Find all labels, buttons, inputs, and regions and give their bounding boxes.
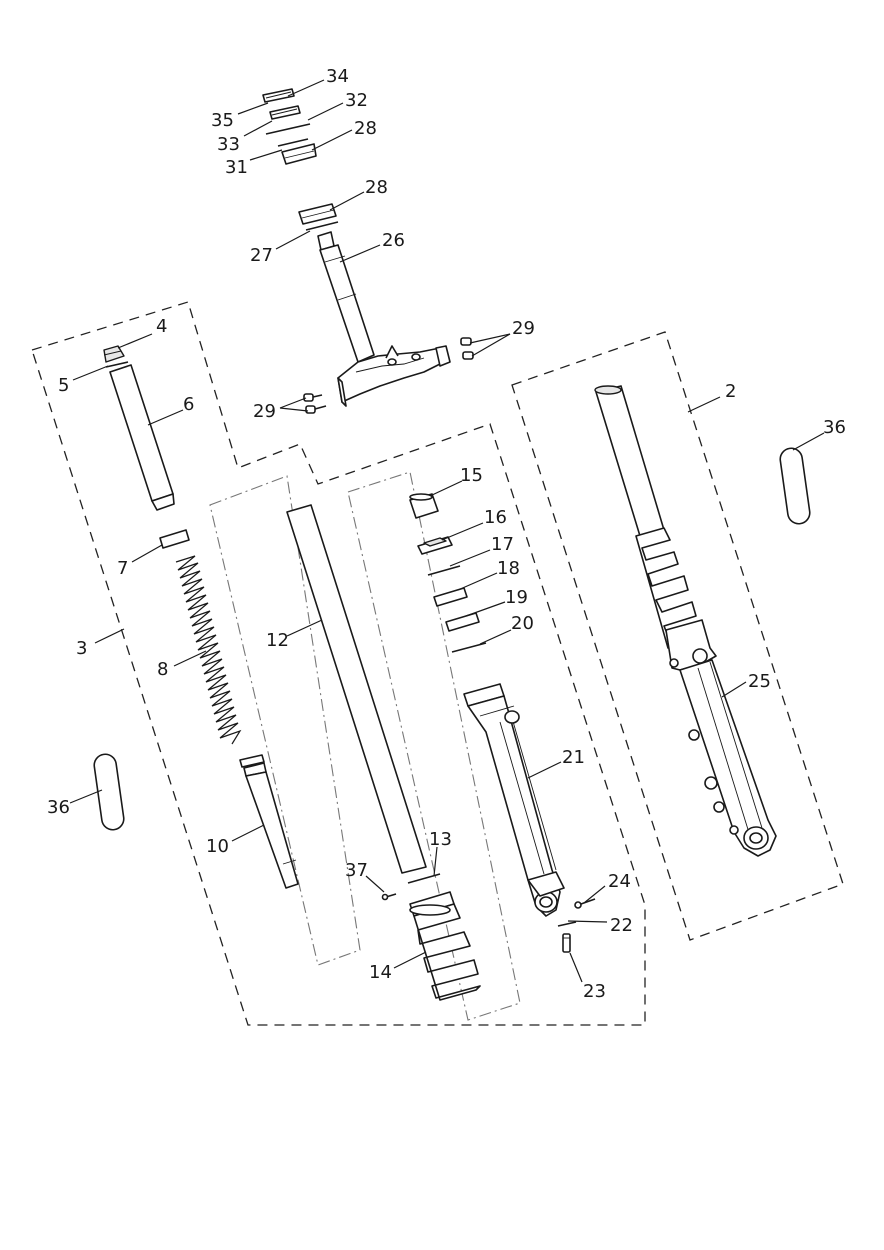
fork-assembly-group-2-outline [511,331,844,941]
callout-35: 35 [211,110,234,131]
callout-26: 26 [382,230,405,251]
callout-29a: 29 [512,318,535,339]
callout-6: 6 [183,394,194,415]
fork-top-cap [103,345,129,368]
lower-leg-group-outline [347,471,521,1021]
spacer-7 [159,529,190,549]
callout-33: 33 [217,134,240,155]
screw-37 [381,893,397,901]
fork-lower-leg-21 [463,683,565,917]
seal-stack [409,493,487,653]
callout-36b: 36 [47,797,70,818]
axle-clamp-hardware [557,898,596,953]
callout-12: 12 [266,630,289,651]
leader-lines [69,79,825,983]
callout-28a: 28 [354,118,377,139]
callout-29b: 29 [253,401,276,422]
fork-assembly-25 [594,385,777,857]
steering-stem-bottom-yoke [317,231,451,407]
reflector-36-right [779,447,811,525]
lower-bearing [298,203,339,231]
callout-10: 10 [206,836,229,857]
callout-19: 19 [505,587,528,608]
damper-tube-group-outline [209,475,361,966]
callout-27: 27 [250,245,273,266]
damper-rod-10 [239,754,299,889]
callout-8: 8 [157,659,168,680]
callout-31: 31 [225,157,248,178]
callout-labels: 34 35 32 33 28 31 28 27 26 29 29 4 5 6 2… [47,66,846,1002]
callout-24: 24 [608,871,631,892]
callout-25: 25 [748,671,771,692]
callout-7: 7 [117,558,128,579]
callout-5: 5 [58,375,69,396]
callout-13: 13 [429,829,452,850]
top-bearing-stack [262,88,317,165]
callout-4: 4 [156,316,167,337]
callout-22: 22 [610,915,633,936]
fork-tube-12 [286,504,427,874]
callout-2: 2 [725,381,736,402]
callout-18: 18 [497,558,520,579]
fork-spring-8 [175,555,242,745]
boot-clip-13 [407,873,441,884]
callout-15: 15 [460,465,483,486]
fork-inner-tube-6 [109,364,175,511]
callout-3: 3 [76,638,87,659]
callout-14: 14 [369,962,392,983]
callout-34: 34 [326,66,349,87]
fork-leg-group-3-outline [31,301,646,1026]
pinch-bolts [303,337,474,414]
callout-21: 21 [562,747,585,768]
callout-37: 37 [345,860,368,881]
reflector-36-left [93,753,125,831]
callout-20: 20 [511,613,534,634]
callout-28b: 28 [365,177,388,198]
callout-23: 23 [583,981,606,1002]
callout-16: 16 [484,507,507,528]
callout-17: 17 [491,534,514,555]
callout-32: 32 [345,90,368,111]
callout-36a: 36 [823,417,846,438]
fork-boot-14 [409,891,481,1001]
